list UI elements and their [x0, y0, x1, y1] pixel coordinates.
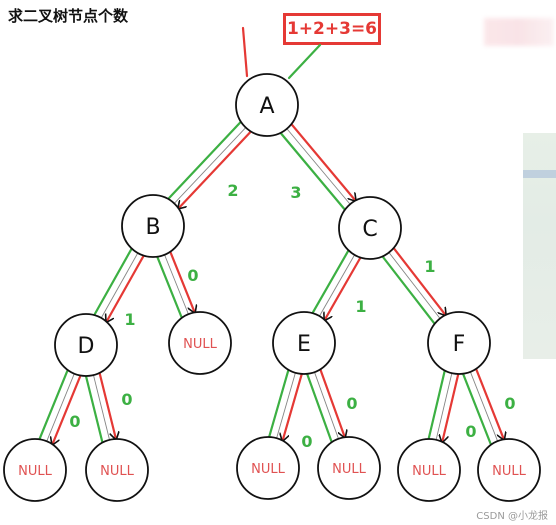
node-circle — [121, 194, 185, 258]
tree-edge-a-b — [173, 127, 247, 204]
node-label: A — [259, 94, 274, 119]
null-node-label: NULL — [251, 462, 285, 477]
tree-edge-a-c — [286, 128, 351, 205]
return-value-label: 3 — [290, 183, 301, 202]
return-value-label: 0 — [504, 394, 515, 413]
call-edge-c-f — [392, 246, 446, 315]
return-edge-dl-d — [38, 368, 69, 441]
root-return-stroke — [287, 43, 322, 80]
node-circle — [235, 73, 299, 137]
tree-edge-c-e — [319, 254, 355, 317]
tree-edge-c-f — [388, 252, 441, 319]
return-value-label: 0 — [465, 422, 476, 441]
watermark: CSDN @小龙报 — [476, 511, 548, 522]
tree-node-d: D — [54, 313, 118, 377]
return-value-label: 0 — [346, 394, 357, 413]
node-circle — [338, 196, 402, 260]
tree-edge-f-fr — [469, 371, 499, 442]
null-node-label: NULL — [18, 464, 52, 479]
tree-edge-d-dr — [93, 374, 110, 441]
return-value-label: 1 — [424, 257, 435, 276]
null-node: NULL — [477, 438, 541, 502]
tree-node-e: E — [272, 311, 336, 375]
null-node-circle — [397, 438, 461, 502]
root-call-stroke — [241, 26, 249, 78]
null-node-circle — [85, 438, 149, 502]
blurred-strip — [484, 18, 554, 46]
return-value-label: 0 — [301, 432, 312, 451]
null-node-label: NULL — [492, 464, 526, 479]
call-edge-f-fl — [442, 372, 460, 442]
call-edge-d-dr — [98, 371, 116, 439]
return-edge-fr-f — [461, 372, 493, 446]
call-edge-e-er — [319, 368, 344, 437]
null-node: NULL — [236, 436, 300, 500]
call-edge-f-fr — [475, 367, 504, 440]
tree-node-a: A — [235, 73, 299, 137]
return-edge-fl-f — [427, 369, 446, 441]
return-value-layer: 2 3 1 0 1 1 0 0 0 0 0 0 — [69, 181, 515, 451]
edge-layer — [38, 26, 504, 446]
null-node-circle — [3, 438, 67, 502]
return-value-label: 0 — [121, 390, 132, 409]
return-value-label: 0 — [69, 412, 80, 431]
null-node-label: NULL — [100, 464, 134, 479]
node-circle — [54, 313, 118, 377]
return-edge-dr-d — [84, 374, 104, 444]
null-node: NULL — [397, 438, 461, 502]
return-edge-b-a — [167, 120, 243, 201]
tree-edge-b-nb — [164, 254, 189, 315]
tree-node-b: B — [121, 194, 185, 258]
call-edge-a-b — [178, 130, 252, 208]
result-box: 1+2+3=6 — [283, 13, 381, 45]
return-edge-c-a — [279, 131, 347, 211]
null-node-label: NULL — [412, 464, 446, 479]
null-node-label: NULL — [332, 462, 366, 477]
return-edge-e-c — [311, 249, 350, 315]
call-edge-b-d — [106, 254, 145, 322]
node-label: B — [145, 215, 160, 240]
return-value-label: 0 — [187, 266, 198, 285]
node-label: C — [362, 217, 377, 242]
tree-edge-e-er — [314, 372, 339, 439]
call-edge-e-el — [283, 372, 303, 441]
node-label: F — [453, 332, 466, 357]
call-edge-c-e — [325, 256, 362, 320]
node-circle — [272, 311, 336, 375]
return-edge-el-e — [268, 368, 290, 439]
tree-node-f: F — [427, 311, 491, 375]
return-value-label: 2 — [227, 181, 238, 200]
null-node: NULL — [85, 438, 149, 502]
tree-edge-d-dl — [46, 373, 75, 442]
null-node: NULL — [317, 436, 381, 500]
return-edge-f-c — [381, 255, 436, 325]
null-node-circle — [236, 436, 300, 500]
null-node: NULL — [3, 438, 67, 502]
call-edge-d-dl — [52, 374, 82, 445]
null-node: NULL — [168, 311, 232, 375]
return-edge-nb-b — [156, 255, 183, 319]
null-node-circle — [317, 436, 381, 500]
call-edge-b-nb — [169, 250, 194, 313]
tree-edge-f-fl — [435, 373, 453, 440]
return-edge-d-b — [93, 247, 133, 317]
null-node-circle — [168, 311, 232, 375]
tree-node-c: C — [338, 196, 402, 260]
node-layer: A B C D E F NULL NULL NULL NULL NULL NULL NULL — [3, 73, 541, 502]
return-value-label: 1 — [355, 297, 366, 316]
return-edge-er-e — [306, 372, 333, 444]
null-node-label: NULL — [183, 337, 217, 352]
tree-edge-b-d — [100, 252, 139, 319]
null-node-circle — [477, 438, 541, 502]
node-circle — [427, 311, 491, 375]
tree-edge-e-el — [276, 372, 296, 439]
return-value-label: 1 — [124, 310, 135, 329]
page-title: 求二叉树节点个数 — [8, 7, 129, 25]
call-edge-a-c — [290, 123, 355, 201]
blurred-panel-stripe — [523, 170, 556, 178]
node-label: D — [78, 334, 95, 359]
node-label: E — [297, 332, 311, 357]
